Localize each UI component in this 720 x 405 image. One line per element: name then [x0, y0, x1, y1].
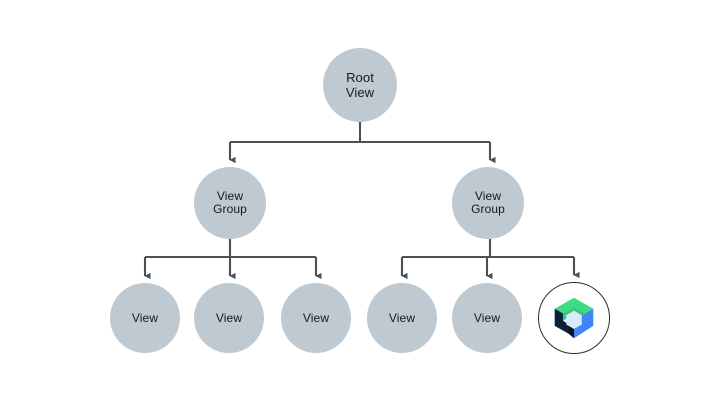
- node-view-5-label: View: [473, 310, 501, 325]
- node-view-group-left[interactable]: View Group: [194, 167, 266, 239]
- node-view-4[interactable]: View: [367, 283, 437, 353]
- node-view-group-right-label: View Group: [471, 189, 505, 216]
- node-view-5[interactable]: View: [452, 283, 522, 353]
- node-root-view[interactable]: Root View: [323, 48, 397, 122]
- node-view-1[interactable]: View: [110, 283, 180, 353]
- node-view-group-right[interactable]: View Group: [452, 167, 524, 239]
- jetpack-compose-logo-icon: [554, 297, 594, 339]
- node-view-4-label: View: [388, 310, 416, 325]
- node-view-1-label: View: [131, 310, 159, 325]
- node-root-view-label: Root View: [345, 70, 375, 100]
- node-compose-view[interactable]: [538, 282, 610, 354]
- node-view-3[interactable]: View: [281, 283, 351, 353]
- node-view-2[interactable]: View: [194, 283, 264, 353]
- node-view-2-label: View: [215, 310, 243, 325]
- node-view-3-label: View: [302, 310, 330, 325]
- node-view-group-left-label: View Group: [213, 189, 247, 216]
